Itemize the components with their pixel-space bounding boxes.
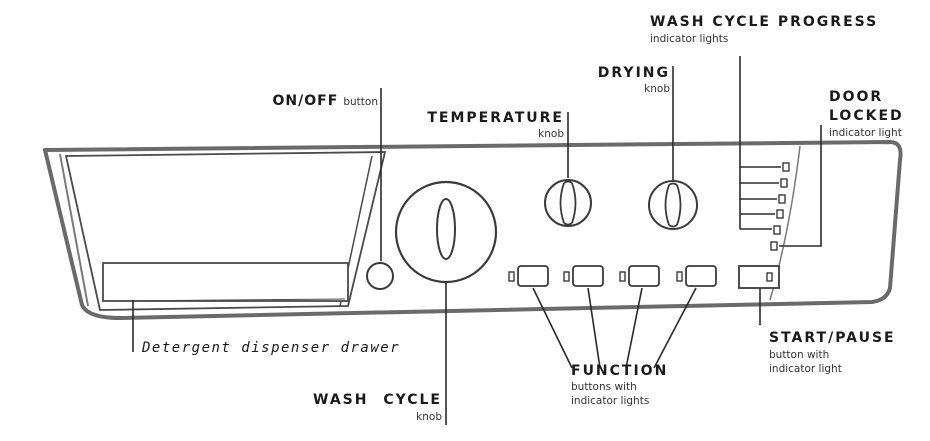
start-pause-sublabel-line2: indicator light (769, 363, 842, 375)
on-off-sublabel: button (343, 96, 378, 108)
door-locked-label-line2: LOCKED (829, 108, 904, 124)
on-off-button[interactable] (366, 262, 394, 290)
drying-sublabel: knob (644, 83, 670, 95)
temperature-label: TEMPERATURE (427, 110, 564, 126)
on-off-label: ON/OFF (272, 93, 339, 109)
drawer-handle-recess[interactable] (102, 262, 349, 302)
function-sublabel-line2: indicator lights (571, 395, 650, 407)
wash-cycle-progress-sublabel: indicator lights (650, 33, 729, 45)
function-button-3[interactable] (619, 265, 660, 287)
leader-lines (132, 56, 822, 425)
drying-knob[interactable] (648, 180, 698, 230)
wash-cycle-progress-lights (773, 162, 790, 235)
function-button-2[interactable] (563, 265, 604, 287)
wash-cycle-progress-label: WASH CYCLE PROGRESS (650, 14, 879, 30)
temperature-sublabel: knob (538, 128, 564, 140)
function-button-1[interactable] (508, 265, 549, 287)
function-sublabel-line1: buttons with (571, 381, 637, 393)
wash-cycle-label: WASH CYCLE (313, 392, 442, 408)
door-locked-sublabel: indicator light (829, 127, 902, 139)
door-locked-light (770, 241, 778, 251)
wash-cycle-sublabel: knob (416, 411, 442, 423)
door-locked-label-line1: DOOR (829, 89, 884, 105)
start-pause-label: START/PAUSE (769, 330, 896, 346)
function-button-4[interactable] (676, 265, 717, 287)
on-off-label-group: ON/OFF button (200, 92, 379, 109)
drying-label: DRYING (597, 65, 670, 81)
detergent-drawer-label: Detergent dispenser drawer (142, 340, 401, 356)
start-pause-button[interactable] (738, 265, 780, 289)
start-pause-sublabel-line1: button with (769, 349, 830, 361)
temperature-knob[interactable] (544, 179, 592, 227)
function-label: FUNCTION (571, 363, 669, 379)
